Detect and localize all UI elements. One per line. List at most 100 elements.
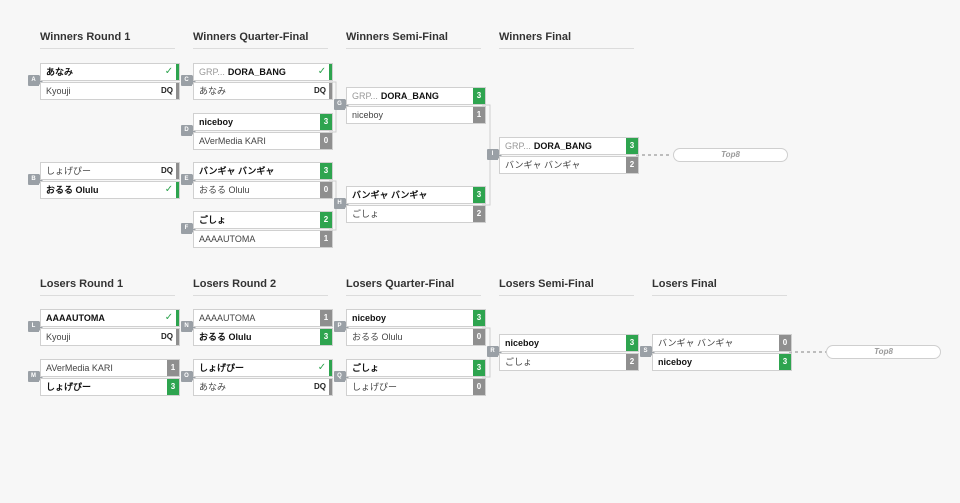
team-prefix: GRP... [199, 67, 225, 77]
player-slot-top[interactable]: ごしょ 2 [193, 211, 333, 229]
player-name-wrap: ごしょ [352, 206, 463, 223]
player-name: AAAAUTOMA [199, 234, 256, 244]
player-slot-top[interactable]: ごしょ 3 [346, 359, 486, 377]
player-slot-top[interactable]: GRP...DORA_BANG✓ [193, 63, 333, 81]
player-name: しょげぴー [46, 166, 92, 176]
player-score: 0 [473, 379, 485, 395]
match-id-badge: B [28, 174, 44, 185]
player-name: AAAAUTOMA [199, 313, 256, 323]
player-slot-top[interactable]: AAAAUTOMA✓ [40, 309, 180, 327]
player-name: ごしょ [199, 215, 227, 225]
player-score: 2 [473, 206, 485, 222]
top8-placeholder-losers: Top8 [826, 345, 941, 359]
match-id-badge: P [334, 321, 350, 332]
match-id-badge: H [334, 198, 350, 209]
match-id-badge: N [181, 321, 197, 332]
player-slot-top[interactable]: バンギャ バンギャ 3 [193, 162, 333, 180]
team-prefix: GRP... [505, 141, 531, 151]
player-name: しょげぴー [352, 382, 398, 392]
player-name: niceboy [352, 313, 387, 323]
player-name: niceboy [658, 357, 693, 367]
player-slot-top[interactable]: niceboy 3 [193, 113, 333, 131]
match-id-badge: S [640, 346, 656, 357]
player-name-wrap: GRP...DORA_BANG [352, 88, 463, 105]
player-slot-top[interactable]: しょげぴー✓ [193, 359, 333, 377]
player-name-wrap: おるる Olulu [46, 182, 157, 199]
player-score: 3 [473, 360, 485, 376]
player-slot-bottom[interactable]: おるる Olulu✓ [40, 181, 180, 199]
player-slot-top[interactable]: あなみ✓ [40, 63, 180, 81]
match-id-badge: G [334, 99, 350, 110]
player-score: 3 [626, 138, 638, 154]
player-name-wrap: バンギャ バンギャ [199, 163, 310, 180]
player-score: DQ [159, 329, 179, 345]
player-score: 3 [320, 329, 332, 345]
match-id-badge: R [487, 346, 503, 357]
player-score: 2 [320, 212, 332, 228]
player-score: 3 [320, 114, 332, 130]
player-name: おるる Olulu [46, 185, 99, 195]
player-slot-bottom[interactable]: しょげぴー 0 [346, 378, 486, 396]
player-name: ごしょ [352, 363, 380, 373]
player-name-wrap: niceboy [352, 107, 463, 124]
match-id-badge: F [181, 223, 197, 234]
match-id-badge: M [28, 371, 44, 382]
match-id-badge: A [28, 75, 44, 86]
player-name: しょげぴー [199, 363, 245, 373]
player-score: 3 [320, 163, 332, 179]
player-score: 0 [779, 335, 791, 351]
player-name-wrap: GRP...DORA_BANG [505, 138, 616, 155]
player-slot-bottom[interactable]: ごしょ 2 [346, 205, 486, 223]
player-slot-top[interactable]: GRP...DORA_BANG 3 [499, 137, 639, 155]
player-name-wrap: niceboy [199, 114, 310, 131]
player-name-wrap: AAAAUTOMA [46, 310, 157, 327]
player-name-wrap: あなみ [199, 83, 310, 100]
player-score: 1 [167, 360, 179, 376]
player-name-wrap: niceboy [505, 335, 616, 352]
player-name-wrap: niceboy [352, 310, 463, 327]
player-score: 3 [473, 187, 485, 203]
player-score: DQ [312, 379, 332, 395]
player-name: Kyouji [46, 86, 71, 96]
